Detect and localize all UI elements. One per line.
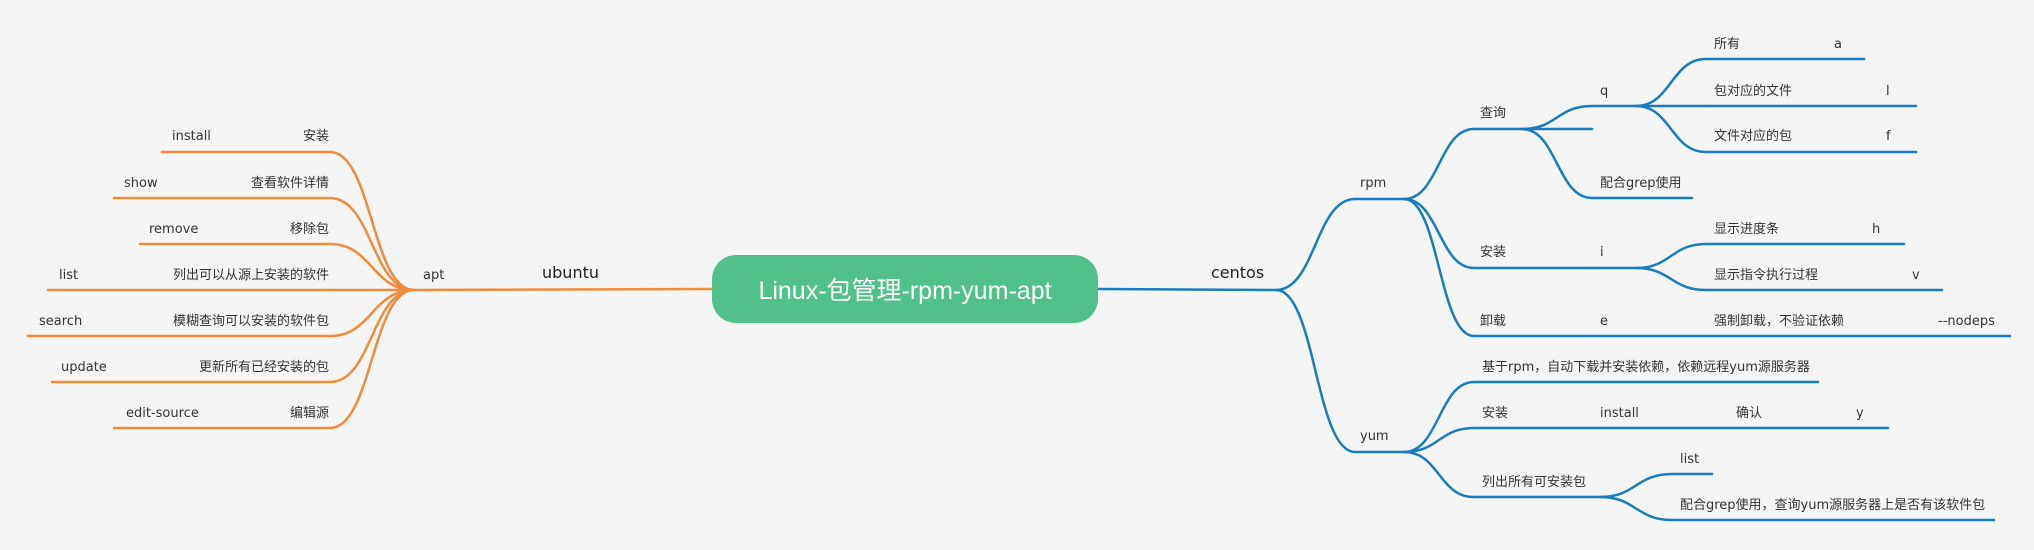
connector-q-item: [1634, 57, 1708, 108]
apt-cmd-list[interactable]: list: [59, 268, 79, 283]
yum-install-cmd[interactable]: install: [1600, 406, 1639, 421]
root-topic[interactable]: Linux-包管理-rpm-yum-apt: [712, 255, 1098, 323]
connector-centos-yum: [1274, 288, 1357, 454]
connector-rpm-child: [1402, 197, 1476, 270]
topic-centos[interactable]: centos: [1211, 263, 1265, 282]
topic-apt[interactable]: apt: [423, 268, 445, 283]
yum-list-grep[interactable]: 配合grep使用，查询yum源服务器上是否有该软件包: [1680, 498, 1986, 513]
rpm-query-grep[interactable]: 配合grep使用: [1600, 176, 1682, 191]
yum-install-confirm[interactable]: 确认: [1736, 406, 1763, 421]
rpm-i-progress-text[interactable]: 显示进度条: [1714, 222, 1780, 237]
topic-rpm-q[interactable]: q: [1600, 84, 1609, 99]
connector-centos-rpm: [1274, 197, 1357, 292]
topic-yum-list-all[interactable]: 列出所有可安装包: [1482, 475, 1587, 490]
connector-apt-cmd: [328, 242, 416, 292]
rpm-e-force-text[interactable]: 强制卸载，不验证依赖: [1714, 314, 1845, 329]
connector-query-grep: [1520, 127, 1594, 200]
rpm-e-nodeps-flag[interactable]: --nodeps: [1938, 314, 1995, 329]
connector-apt-cmd: [328, 288, 416, 430]
topic-yum-install[interactable]: 安装: [1482, 406, 1509, 421]
connector-list-grep: [1598, 495, 1674, 522]
rpm-q-pkg-text[interactable]: 文件对应的包: [1714, 129, 1793, 144]
topic-rpm-query[interactable]: 查询: [1480, 106, 1507, 121]
apt-cmd-show[interactable]: show: [124, 176, 158, 191]
connector-yum-list-all: [1402, 450, 1476, 499]
apt-desc-search[interactable]: 模糊查询可以安装的软件包: [172, 314, 329, 329]
connector-query-q: [1520, 104, 1594, 131]
apt-desc-install[interactable]: 安装: [302, 129, 329, 144]
apt-desc-update[interactable]: 更新所有已经安装的包: [198, 360, 329, 375]
connector-i-item: [1634, 242, 1708, 270]
connector-root-centos: [1096, 287, 1278, 292]
apt-cmd-remove[interactable]: remove: [149, 222, 199, 237]
connector-apt-cmd: [328, 150, 416, 292]
connector-yum-install: [1402, 426, 1476, 454]
connector-apt-cmd: [328, 196, 416, 292]
apt-cmd-edit-source[interactable]: edit-source: [126, 406, 199, 421]
rpm-q-pkg-flag[interactable]: f: [1886, 129, 1891, 144]
connector-rpm-child: [1402, 197, 1476, 338]
rpm-i-verbose-flag[interactable]: v: [1912, 268, 1920, 283]
rpm-q-files-text[interactable]: 包对应的文件: [1714, 84, 1793, 99]
topic-yum[interactable]: yum: [1360, 429, 1389, 444]
apt-desc-show[interactable]: 查看软件详情: [250, 176, 329, 191]
yum-install-flag[interactable]: y: [1856, 406, 1864, 421]
topic-rpm-i[interactable]: i: [1600, 245, 1604, 260]
rpm-q-files-flag[interactable]: l: [1886, 84, 1890, 99]
yum-list-cmd[interactable]: list: [1680, 452, 1700, 467]
rpm-q-all-flag[interactable]: a: [1834, 37, 1842, 52]
rpm-q-all-text[interactable]: 所有: [1714, 37, 1741, 52]
apt-desc-edit-source[interactable]: 编辑源: [289, 406, 329, 421]
apt-desc-remove[interactable]: 移除包: [289, 222, 329, 237]
connector-q-item: [1634, 104, 1708, 154]
connector-yum-desc: [1402, 380, 1476, 454]
apt-desc-list[interactable]: 列出可以从源上安装的软件: [172, 268, 329, 283]
apt-cmd-install[interactable]: install: [172, 129, 211, 144]
topic-ubuntu[interactable]: ubuntu: [542, 263, 599, 282]
rpm-i-progress-flag[interactable]: h: [1872, 222, 1881, 237]
apt-cmd-search[interactable]: search: [39, 314, 83, 329]
yum-description[interactable]: 基于rpm，自动下载并安装依赖，依赖远程yum源服务器: [1482, 360, 1810, 375]
topic-rpm-uninstall[interactable]: 卸载: [1480, 314, 1507, 329]
rpm-i-verbose-text[interactable]: 显示指令执行过程: [1714, 268, 1819, 283]
topic-rpm-install[interactable]: 安装: [1480, 245, 1507, 260]
apt-cmd-update[interactable]: update: [61, 360, 107, 375]
connector-i-item: [1634, 266, 1708, 292]
connector-root-apt: [412, 287, 714, 292]
topic-rpm[interactable]: rpm: [1360, 176, 1387, 191]
connector-rpm-child: [1402, 127, 1476, 201]
connector-list-cmd: [1598, 472, 1674, 499]
topic-rpm-e[interactable]: e: [1600, 314, 1608, 329]
